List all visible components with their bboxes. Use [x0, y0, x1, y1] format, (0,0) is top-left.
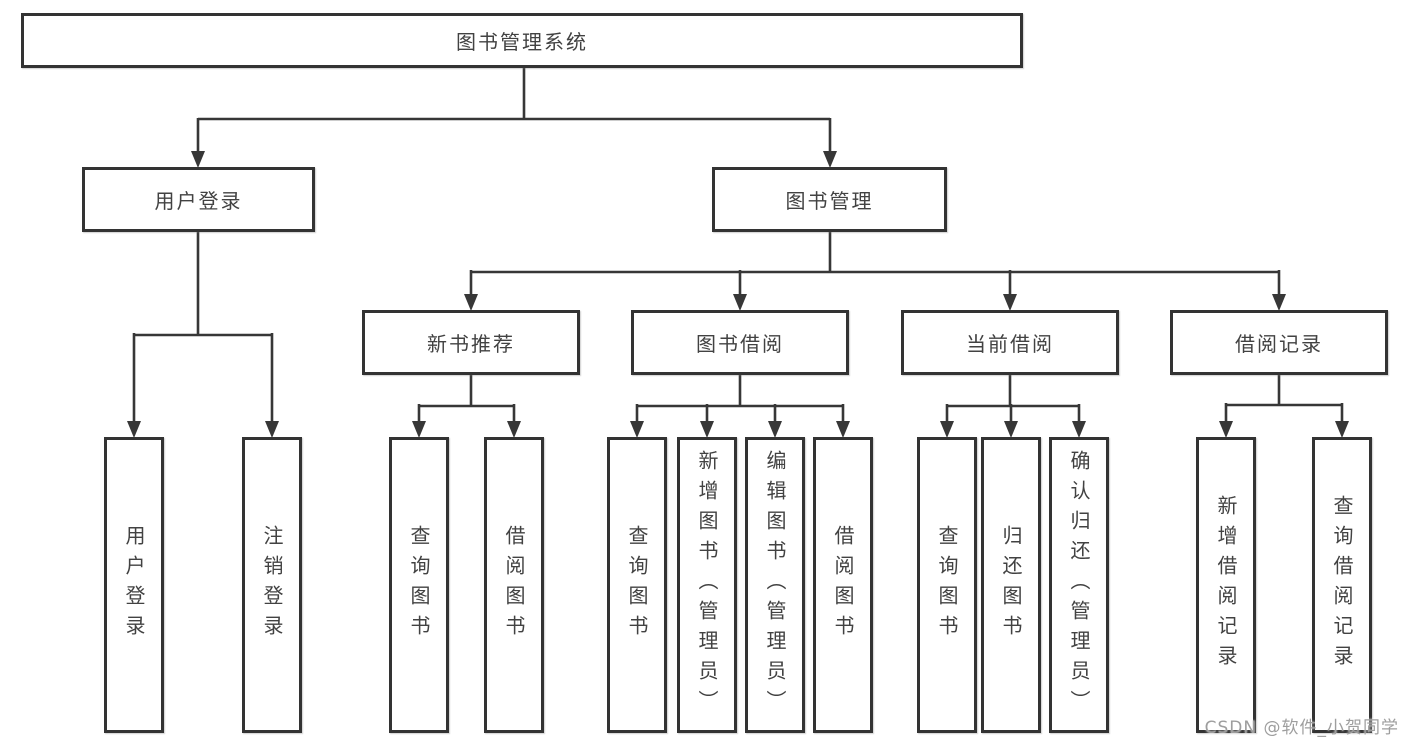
leaf-user-login: 用户登录: [104, 437, 164, 733]
node-label: 查询图书: [625, 525, 649, 645]
leaf-logout: 注销登录: [242, 437, 302, 733]
node-label: 查询图书: [407, 525, 431, 645]
node-label: 当前借阅: [966, 332, 1054, 356]
node-new-book-recommend: 新书推荐: [362, 310, 580, 375]
node-label: 借阅图书: [831, 525, 855, 645]
leaf-newbook-borrow-books: 借阅图书: [484, 437, 544, 733]
leaf-borrowing-query-books: 查询图书: [607, 437, 667, 733]
node-label: 查询借阅记录: [1330, 495, 1354, 675]
node-label: 注销登录: [260, 525, 284, 645]
leaf-current-query-books: 查询图书: [917, 437, 977, 733]
node-label: 借阅图书: [502, 525, 526, 645]
node-label: 确认归还（管理员）: [1067, 450, 1091, 720]
node-book-management-branch: 图书管理: [712, 167, 947, 232]
node-book-borrowing: 图书借阅: [631, 310, 849, 375]
node-label: 新书推荐: [427, 332, 515, 356]
leaf-records-query-borrow-record: 查询借阅记录: [1312, 437, 1372, 733]
leaf-borrowing-add-books-admin: 新增图书（管理员）: [677, 437, 737, 733]
node-label: 用户登录: [122, 525, 146, 645]
leaf-borrowing-borrow-books: 借阅图书: [813, 437, 873, 733]
node-root-library-management-system: 图书管理系统: [21, 13, 1023, 68]
csdn-watermark: CSDN @软件_小贺同学: [1204, 718, 1399, 738]
leaf-borrowing-edit-books-admin: 编辑图书（管理员）: [745, 437, 805, 733]
node-label: 图书管理系统: [456, 30, 588, 54]
node-label: 图书管理: [785, 189, 874, 213]
node-label: 新增借阅记录: [1214, 495, 1238, 675]
node-label: 查询图书: [935, 525, 959, 645]
leaf-current-confirm-return-admin: 确认归还（管理员）: [1049, 437, 1109, 733]
node-label: 编辑图书（管理员）: [763, 450, 787, 720]
leaf-current-return-books: 归还图书: [981, 437, 1041, 733]
node-current-borrowing: 当前借阅: [901, 310, 1119, 375]
node-user-login-branch: 用户登录: [82, 167, 315, 232]
node-label: 归还图书: [999, 525, 1023, 645]
node-label: 图书借阅: [696, 332, 784, 356]
node-label: 新增图书（管理员）: [695, 450, 719, 720]
node-label: 借阅记录: [1235, 332, 1323, 356]
node-borrowing-records: 借阅记录: [1170, 310, 1388, 375]
node-label: 用户登录: [154, 189, 243, 213]
leaf-newbook-query-books: 查询图书: [389, 437, 449, 733]
leaf-records-add-borrow-record: 新增借阅记录: [1196, 437, 1256, 733]
